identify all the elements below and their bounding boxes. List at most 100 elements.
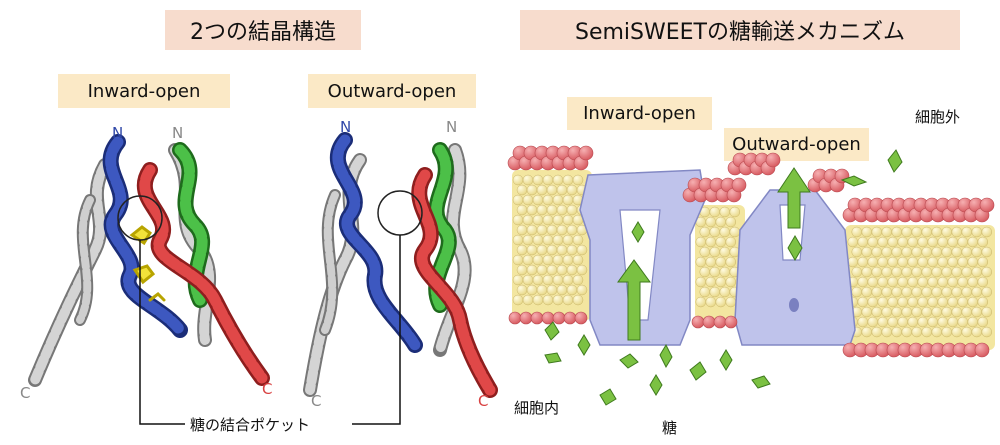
lipid-sphere xyxy=(897,296,909,308)
lipid-sphere xyxy=(566,184,578,196)
lipid-sphere xyxy=(981,326,993,338)
lipid-sphere xyxy=(937,276,949,288)
lipid-sphere xyxy=(705,256,717,268)
lipid-sphere xyxy=(546,184,558,196)
lipid-sphere xyxy=(566,204,578,216)
lipid-sphere xyxy=(961,286,973,298)
lipid-sphere xyxy=(566,264,578,276)
n-terminus-label: N xyxy=(446,118,458,136)
c-terminus-label: C xyxy=(262,380,273,398)
lipid-sphere xyxy=(897,276,909,288)
lipid-sphere xyxy=(546,284,558,296)
lipid-sphere xyxy=(967,276,979,288)
lipid-sphere xyxy=(911,226,923,238)
lipid-sphere xyxy=(851,226,863,238)
lipid-sphere xyxy=(871,266,883,278)
lipid-sphere xyxy=(576,284,588,296)
binding-pocket-label: 糖の結合ポケット xyxy=(190,416,311,434)
c-terminus-label: C xyxy=(478,392,489,410)
lipid-sphere xyxy=(957,296,969,308)
lipid-sphere xyxy=(937,296,949,308)
lipid-sphere xyxy=(556,204,568,216)
lipid-sphere xyxy=(719,266,731,278)
lipid-sphere xyxy=(512,254,524,266)
lipid-sphere xyxy=(715,276,727,288)
lipid-sphere xyxy=(861,226,873,238)
lipid-sphere xyxy=(977,316,989,328)
lipid-sphere xyxy=(887,256,899,268)
lipid-sphere xyxy=(957,276,969,288)
lipid-sphere xyxy=(729,226,741,238)
lipid-sphere xyxy=(532,174,544,186)
lipid-sphere xyxy=(715,256,727,268)
lipid-sphere xyxy=(941,226,953,238)
lipid-sphere xyxy=(867,296,879,308)
lipid-sphere xyxy=(542,274,554,286)
lipid-sphere xyxy=(526,244,538,256)
lipid-sphere xyxy=(867,276,879,288)
lipid-sphere xyxy=(921,326,933,338)
lipid-sphere xyxy=(691,315,705,329)
lipid-sphere xyxy=(715,236,727,248)
lipid-sphere xyxy=(851,286,863,298)
lipid-sphere xyxy=(981,246,993,258)
lipid-sphere xyxy=(917,236,929,248)
lipid-sphere xyxy=(947,276,959,288)
n-terminus-label: N xyxy=(172,124,184,142)
lipid-sphere xyxy=(532,234,544,246)
lipid-sphere xyxy=(951,326,963,338)
left-title: 2つの結晶構造 xyxy=(165,10,361,50)
lipid-sphere xyxy=(512,294,524,306)
lipid-sphere xyxy=(881,306,893,318)
lipid-sphere xyxy=(961,246,973,258)
lipid-sphere xyxy=(542,294,554,306)
lipid-sphere xyxy=(971,266,983,278)
lipid-sphere xyxy=(516,204,528,216)
n-terminus-label: N xyxy=(112,124,124,142)
lipid-sphere xyxy=(542,254,554,266)
lipid-sphere xyxy=(911,286,923,298)
lipid-sphere xyxy=(931,286,943,298)
sugar-label: 糖 xyxy=(662,419,678,437)
lipid-sphere xyxy=(931,326,943,338)
lipid-sphere xyxy=(971,326,983,338)
lipid-sphere xyxy=(881,246,893,258)
lipid-sphere xyxy=(967,296,979,308)
lipid-sphere xyxy=(546,244,558,256)
lipid-sphere xyxy=(877,316,889,328)
lipid-sphere xyxy=(536,204,548,216)
lipid-sphere xyxy=(512,274,524,286)
lipid-sphere xyxy=(699,266,711,278)
sugars-inside xyxy=(544,321,771,406)
lipid-sphere xyxy=(578,145,594,161)
lipid-sphere xyxy=(522,214,534,226)
lipid-sphere xyxy=(719,226,731,238)
lipid-sphere xyxy=(731,177,747,193)
lipid-sphere xyxy=(542,234,554,246)
lipid-sphere xyxy=(522,274,534,286)
lipid-sphere xyxy=(566,244,578,256)
lipid-sphere xyxy=(522,234,534,246)
lipid-sphere xyxy=(530,311,544,325)
lipid-sphere xyxy=(947,296,959,308)
outward-structure-label: Outward-open xyxy=(308,74,476,108)
lipid-sphere xyxy=(562,234,574,246)
lipid-sphere xyxy=(556,244,568,256)
lipid-sphere xyxy=(891,226,903,238)
lipid-sphere xyxy=(556,224,568,236)
lipid-sphere xyxy=(961,326,973,338)
lipid-sphere xyxy=(526,284,538,296)
lipid-sphere xyxy=(951,266,963,278)
lipid-sphere xyxy=(927,296,939,308)
c-terminus-label: C xyxy=(311,392,322,410)
lipid-sphere xyxy=(765,152,781,168)
lipid-sphere xyxy=(562,294,574,306)
pocket-connector xyxy=(139,235,401,425)
inward-mechanism-label: Inward-open xyxy=(567,97,712,130)
lipid-sphere xyxy=(709,266,721,278)
lipid-sphere xyxy=(967,316,979,328)
lipid-sphere xyxy=(556,264,568,276)
lipid-sphere xyxy=(951,286,963,298)
lipid-sphere xyxy=(512,234,524,246)
lipid-sphere xyxy=(977,256,989,268)
